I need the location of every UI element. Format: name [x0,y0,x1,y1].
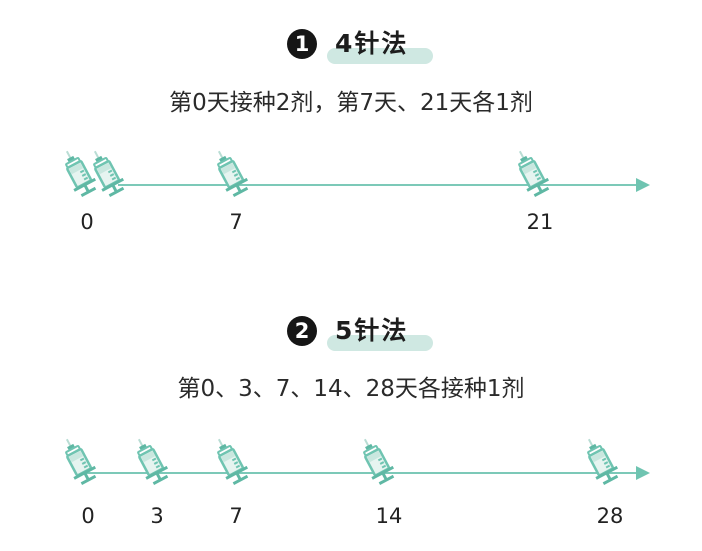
day-label: 14 [375,504,403,528]
day-label: 0 [80,210,94,234]
section-1-title: 1 4针法 [0,28,702,68]
syringe-icon [88,146,128,198]
section-1-description: 第0天接种2剂，第7天、21天各1剂 [169,90,533,116]
day-label: 28 [596,504,624,528]
section-2-title: 2 5针法 [0,315,702,355]
timeline-axis [118,184,638,186]
title-highlight [327,335,433,351]
day-label: 3 [150,504,164,528]
day-label: 7 [229,210,243,234]
syringe-icon [212,146,252,198]
syringe-icon [212,434,252,486]
arrow-head-icon [636,178,650,192]
title-highlight [327,48,433,64]
day-label: 21 [526,210,554,234]
syringe-icon [60,434,100,486]
syringe-icon [132,434,172,486]
arrow-head-icon [636,466,650,480]
day-label: 0 [81,504,95,528]
day-label: 7 [229,504,243,528]
section-2-heading: 5针法 [335,316,409,345]
step-badge-1: 1 [287,29,317,59]
syringe-icon [582,434,622,486]
syringe-icon [358,434,398,486]
section-2-description: 第0、3、7、14、28天各接种1剂 [177,376,525,402]
timeline-axis [80,472,636,474]
syringe-icon [513,146,553,198]
step-badge-2: 2 [287,316,317,346]
section-1-heading: 4针法 [335,29,409,58]
